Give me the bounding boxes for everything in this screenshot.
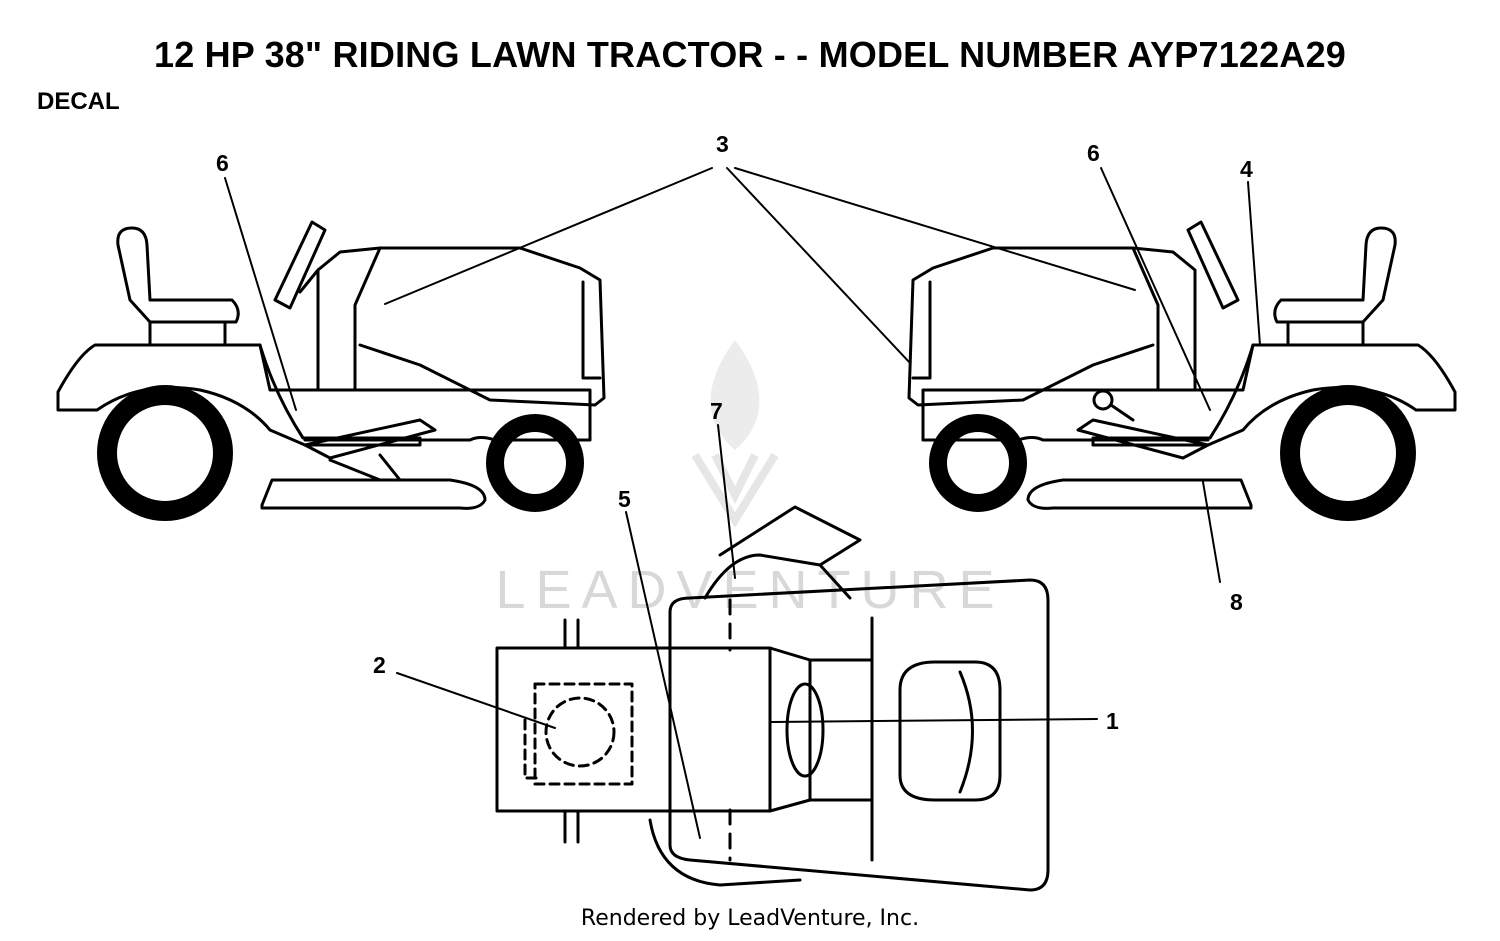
diagram-title: 12 HP 38" RIDING LAWN TRACTOR - - MODEL … bbox=[153, 34, 1347, 75]
right-rear-wheel bbox=[1280, 385, 1416, 521]
top-engine-circle bbox=[544, 696, 616, 768]
callout-2: 2 bbox=[373, 652, 386, 678]
right-dash bbox=[1131, 246, 1197, 392]
left-deck-hanger bbox=[328, 453, 402, 482]
top-engine-outline-left bbox=[523, 718, 542, 780]
right-seat-base bbox=[1286, 320, 1365, 347]
leader-2 bbox=[396, 672, 556, 729]
left-hood bbox=[353, 246, 606, 407]
right-seat bbox=[1273, 226, 1397, 324]
right-mower-deck bbox=[1026, 478, 1253, 510]
right-pedal bbox=[1076, 418, 1210, 460]
leader-6-left bbox=[224, 177, 297, 411]
leader-4 bbox=[1247, 181, 1261, 346]
left-pedal bbox=[303, 418, 437, 460]
tractor-right-side-view bbox=[907, 220, 1457, 521]
leader-lines bbox=[224, 167, 1261, 839]
top-rear-fender-top bbox=[703, 553, 852, 600]
top-rear-fender-bottom bbox=[648, 818, 802, 887]
callout-6-right: 6 bbox=[1087, 140, 1100, 166]
leader-3-center bbox=[726, 167, 911, 364]
left-grille bbox=[581, 280, 602, 380]
left-rear-wheel bbox=[97, 385, 233, 521]
top-front-axle bbox=[563, 618, 580, 844]
callout-7: 7 bbox=[710, 398, 723, 424]
right-lift-lever-arm bbox=[1109, 403, 1135, 422]
tractor-left-side-view bbox=[56, 220, 606, 521]
top-steering-wheel bbox=[785, 682, 825, 778]
leader-5 bbox=[625, 511, 701, 839]
top-hood-taper bbox=[768, 646, 874, 813]
leader-8 bbox=[1202, 481, 1221, 583]
left-steering-column bbox=[298, 268, 320, 294]
tractor-top-view bbox=[495, 505, 1050, 892]
right-steering-wheel bbox=[1186, 220, 1240, 310]
leader-7 bbox=[717, 424, 736, 579]
callout-4: 4 bbox=[1240, 156, 1253, 182]
right-frame bbox=[921, 343, 1255, 442]
callout-5: 5 bbox=[618, 486, 631, 512]
right-grille bbox=[911, 280, 932, 380]
watermark-flame-icon bbox=[710, 340, 760, 450]
left-dash bbox=[316, 246, 382, 392]
leader-3-right bbox=[734, 167, 1136, 291]
left-seat bbox=[116, 226, 240, 324]
callout-8: 8 bbox=[1230, 589, 1243, 615]
left-steering-wheel bbox=[273, 220, 327, 310]
top-seat bbox=[898, 660, 1002, 802]
callout-3: 3 bbox=[716, 131, 729, 157]
top-engine-outline bbox=[533, 682, 634, 786]
top-body bbox=[668, 578, 1050, 892]
top-seat-back bbox=[718, 505, 862, 567]
watermark-text: LEADVENTURE bbox=[495, 560, 1004, 620]
left-seat-base bbox=[148, 320, 227, 347]
top-seat-cushion bbox=[958, 670, 974, 794]
left-mower-deck bbox=[260, 478, 487, 510]
leader-3-left bbox=[384, 167, 713, 305]
leader-1 bbox=[771, 718, 1098, 723]
footer-credit: Rendered by LeadVenture, Inc. bbox=[580, 906, 920, 931]
right-hood bbox=[907, 246, 1160, 407]
top-hood bbox=[495, 646, 772, 813]
left-frame bbox=[258, 343, 592, 442]
callout-6-left: 6 bbox=[216, 150, 229, 176]
callout-1: 1 bbox=[1106, 708, 1119, 734]
left-front-wheel bbox=[486, 414, 584, 512]
right-front-wheel bbox=[929, 414, 1027, 512]
right-lift-lever bbox=[1092, 389, 1114, 411]
watermark-logo-icon bbox=[691, 452, 779, 528]
watermark: LEADVENTURE bbox=[495, 340, 1004, 620]
leader-6-right bbox=[1100, 167, 1211, 411]
callout-labels: 1 2 3 4 5 6 6 7 8 bbox=[216, 131, 1253, 734]
section-label: DECAL bbox=[37, 88, 120, 115]
